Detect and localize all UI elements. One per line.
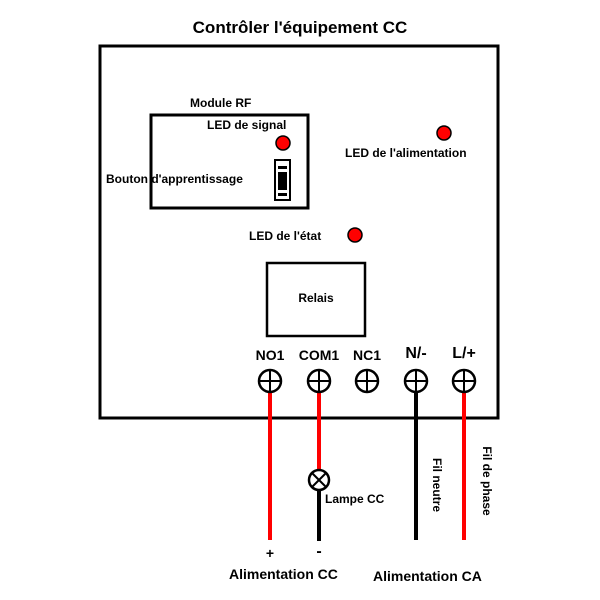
terminal-label-nc1: NC1: [352, 347, 381, 363]
terminal-screw-nc1-icon[interactable]: [354, 368, 380, 394]
signal-led-icon: [275, 135, 291, 151]
phase-wire-label: Fil de phase: [480, 446, 494, 516]
module-rf-label: Module RF: [190, 96, 252, 110]
status-led-icon: [347, 227, 363, 243]
terminal-label-n: N/-: [405, 345, 427, 362]
ac-power-label: Alimentation CA: [373, 568, 482, 584]
relay-box: [265, 261, 367, 338]
power-led-label: LED de l'alimentation: [345, 146, 467, 160]
dc-power-label: Alimentation CC: [229, 566, 338, 582]
rf-module-box: [149, 113, 310, 210]
terminal-screw-no1-icon[interactable]: [257, 368, 283, 394]
power-led-icon: [436, 125, 452, 141]
terminal-label-no1: NO1: [255, 347, 285, 363]
controller-box: [98, 44, 500, 420]
dc-lamp-label: Lampe CC: [325, 492, 385, 506]
learn-button-label: Bouton d'apprentissage: [106, 172, 243, 186]
learn-button-icon[interactable]: [274, 159, 291, 201]
signal-led-label: LED de signal: [207, 118, 287, 132]
terminal-screw-n-icon[interactable]: [403, 368, 429, 394]
dc-plus-sign: +: [265, 545, 275, 561]
terminal-screw-l-icon[interactable]: [451, 368, 477, 394]
relay-label: Relais: [298, 291, 334, 305]
dc-minus-sign: -: [316, 543, 322, 560]
terminal-label-com1: COM1: [298, 347, 340, 363]
page-title: Contrôler l'équipement CC: [192, 18, 408, 37]
terminal-label-l: L/+: [452, 345, 476, 362]
neutral-wire-label: Fil neutre: [430, 457, 444, 512]
dc-lamp-icon: [307, 468, 331, 492]
terminal-screw-com1-icon[interactable]: [306, 368, 332, 394]
status-led-label: LED de l'état: [249, 229, 322, 243]
